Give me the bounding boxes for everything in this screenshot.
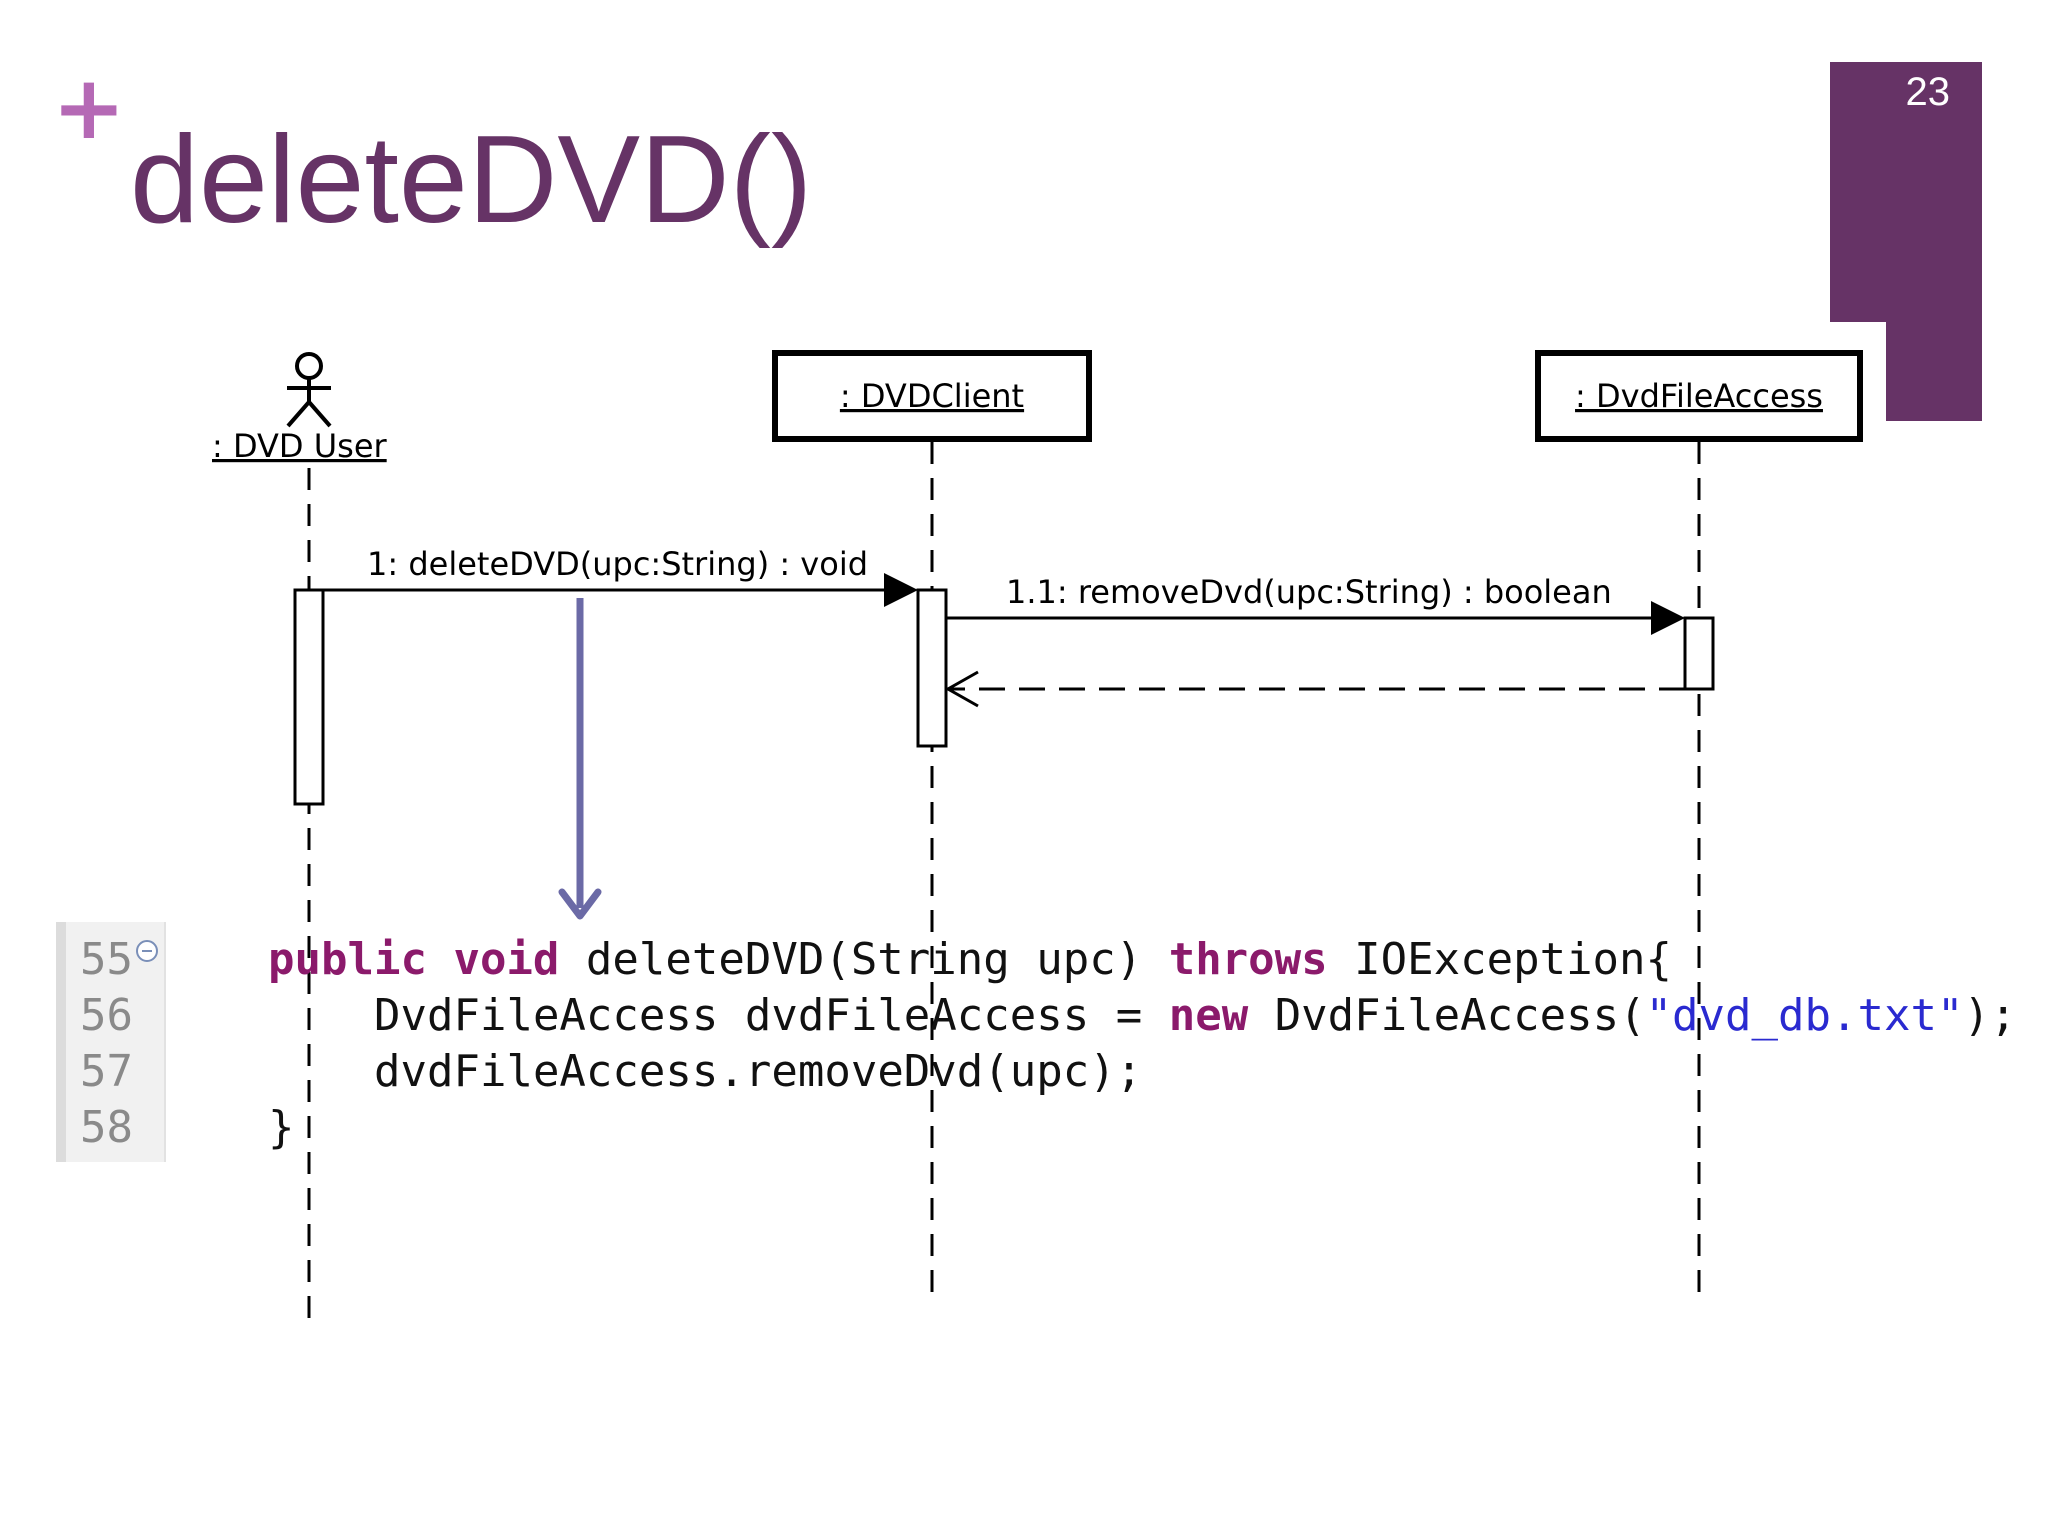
code-keyword: new: [1168, 990, 1249, 1041]
code-text: deleteDVD(String upc): [559, 934, 1169, 985]
lifeline-box-dvdclient: [772, 350, 1092, 442]
plus-bullet-icon: +: [52, 56, 126, 159]
activation-bar-dvdclient: [916, 588, 948, 748]
return-arrowhead: [944, 670, 979, 708]
code-text: }: [268, 1102, 295, 1153]
code-line: }: [268, 1106, 295, 1150]
code-keyword: public: [268, 934, 427, 985]
code-text: IOException{: [1327, 934, 1673, 985]
message-label-2: 1.1: removeDvd(upc:String) : boolean: [1006, 573, 1612, 611]
annotation-arrow: [558, 598, 602, 920]
line-number: 55: [80, 934, 133, 985]
message-arrowhead-1: [884, 573, 918, 607]
activation-bar-dvd-user: [293, 588, 325, 806]
line-number: 58: [80, 1102, 133, 1153]
message-label-1: 1: deleteDVD(upc:String) : void: [367, 545, 868, 583]
message-arrowhead-2: [1651, 601, 1685, 635]
gutter-bar: [56, 922, 66, 1162]
code-text: );: [1963, 990, 2017, 1041]
page-number: 23: [1905, 70, 1951, 114]
actor-label: : DVD User: [212, 427, 388, 465]
stick-figure-icon: [286, 352, 332, 428]
code-line: public void deleteDVD(String upc) throws…: [268, 938, 1672, 982]
code-text: dvdFileAccess.removeDvd(upc);: [374, 1046, 1143, 1097]
line-number: 57: [80, 1046, 133, 1097]
line-number: 56: [80, 990, 133, 1041]
code-keyword: void: [453, 934, 560, 985]
lifeline-label-dvdclient: : DVDClient: [840, 377, 1024, 415]
code-keyword: throws: [1168, 934, 1328, 985]
fold-collapse-icon[interactable]: [134, 938, 160, 964]
code-string: "dvd_db.txt": [1645, 990, 1964, 1041]
slide-title: deleteDVD(): [130, 111, 813, 249]
code-line: DvdFileAccess dvdFileAccess = new DvdFil…: [374, 994, 2016, 1038]
lifeline-box-dvdfileaccess: [1535, 350, 1863, 442]
code-text: [427, 934, 454, 985]
code-text: DvdFileAccess(: [1248, 990, 1646, 1041]
code-line: dvdFileAccess.removeDvd(upc);: [374, 1050, 1142, 1094]
activation-bar-dvdfileaccess: [1683, 616, 1715, 691]
code-text: DvdFileAccess dvdFileAccess =: [374, 990, 1169, 1041]
lifeline-label-dvdfileaccess: : DvdFileAccess: [1575, 377, 1823, 415]
